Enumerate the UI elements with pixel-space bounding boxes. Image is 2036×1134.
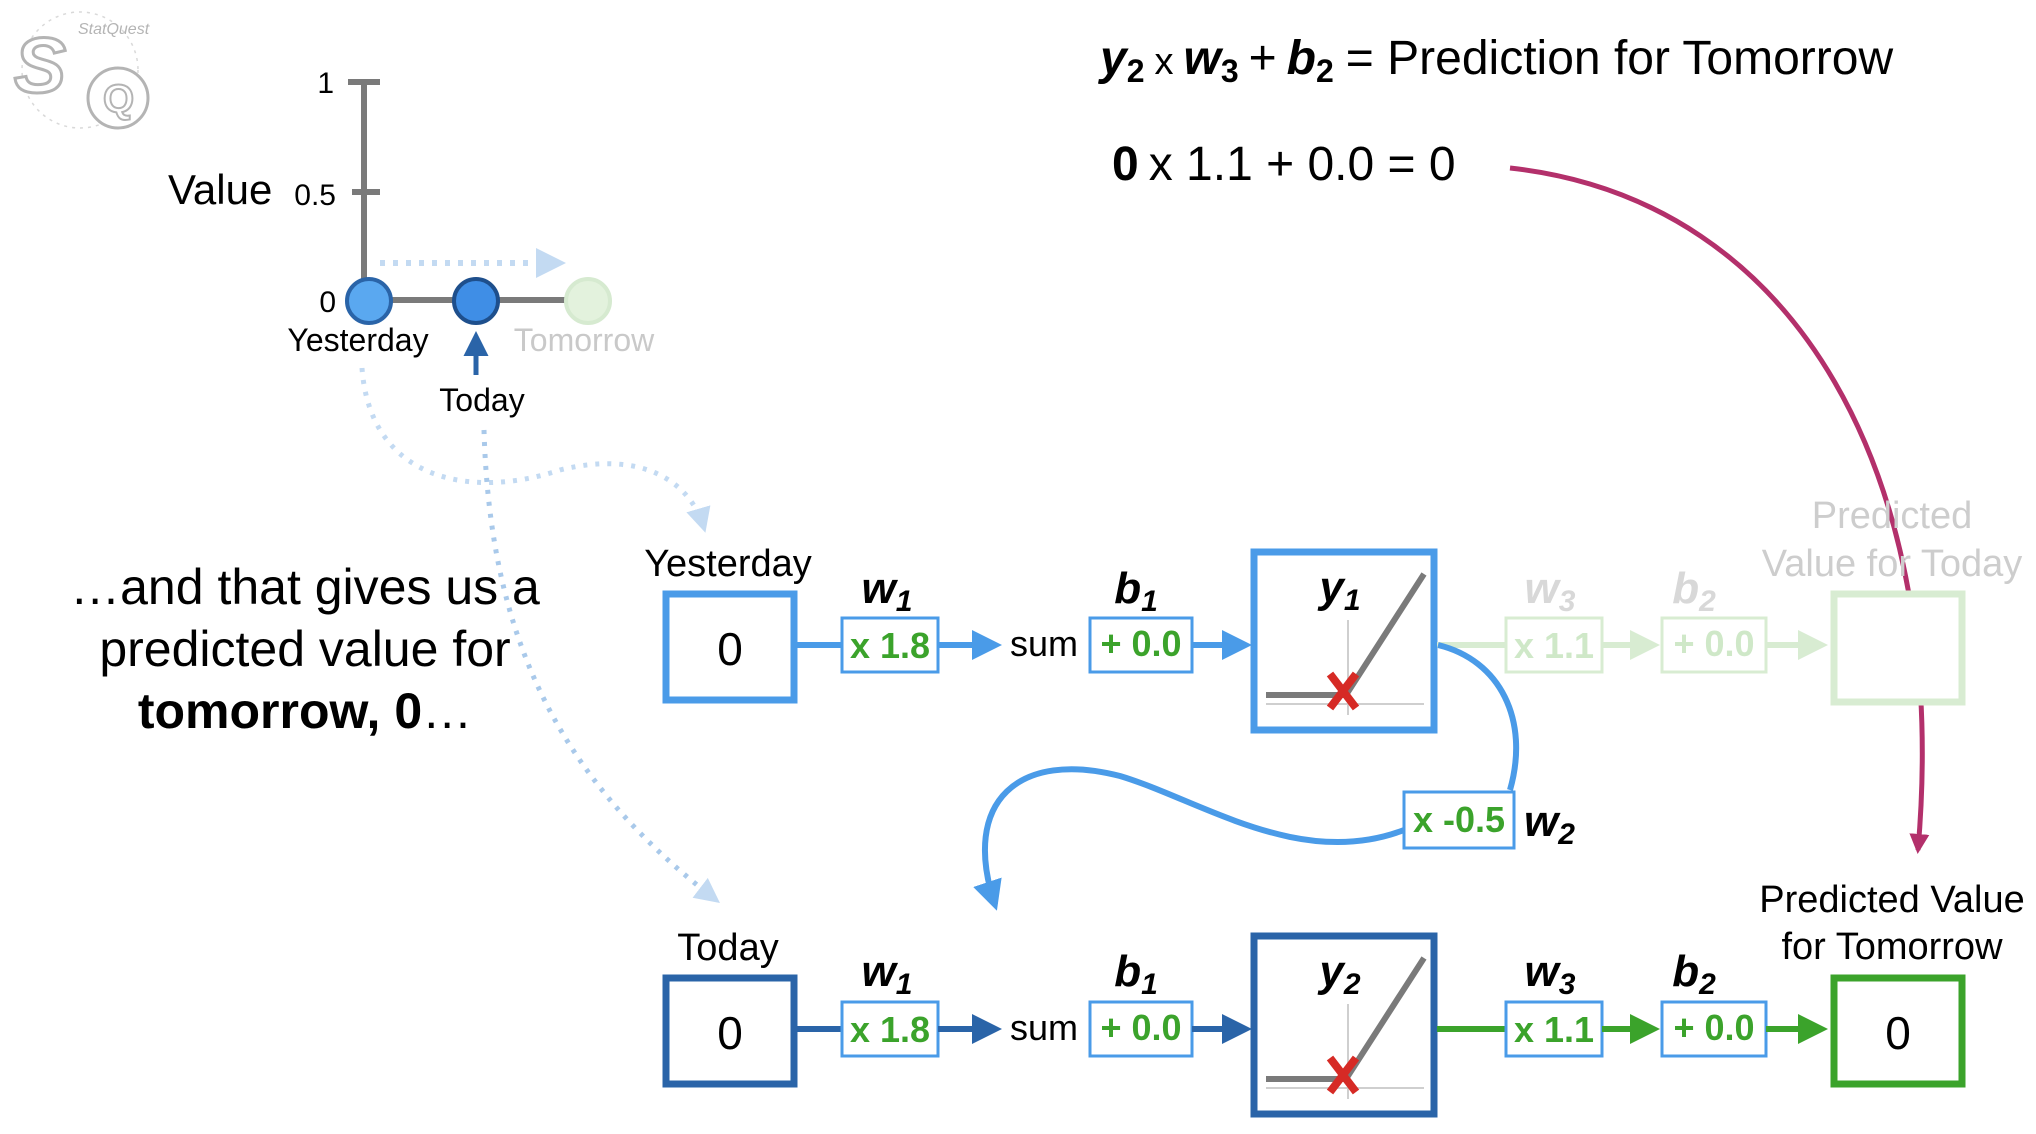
row2-b1-box: [1088, 1000, 1194, 1058]
row1-w3-label: w3: [1525, 564, 1576, 618]
row1-output-label-2: Value for Today: [1762, 543, 2023, 585]
row1-input-box: [662, 590, 798, 704]
row1-w1-value: x 1.8: [850, 625, 930, 666]
row2-activation-label: y2: [1317, 947, 1360, 1001]
row2-w1-value: x 1.8: [850, 1009, 930, 1050]
row1-output-box: [1830, 590, 1966, 706]
svg-text:S: S: [14, 21, 66, 109]
row2-activation-box: [1250, 932, 1438, 1118]
row1-w1-label: w1: [862, 564, 913, 618]
narration-part-1: …and that gives us a predicted value for: [70, 559, 540, 677]
row1-w3-value: x 1.1: [1514, 625, 1594, 666]
row1-b1-value: + 0.0: [1100, 623, 1181, 664]
point-tomorrow: [564, 277, 612, 325]
row2-x-marker: [1326, 1055, 1360, 1095]
row2-w3-box: [1504, 1000, 1604, 1058]
tick-label-1: 1: [317, 67, 334, 100]
w2-value: x -0.5: [1413, 799, 1505, 840]
w2-label: w2: [1524, 797, 1575, 851]
row1-output-label-1: Predicted: [1812, 495, 1973, 537]
row1-activation-label: y1: [1317, 563, 1360, 617]
dotted-link-yesterday: [359, 367, 711, 533]
narration-text: …and that gives us a predicted value for…: [40, 556, 570, 742]
row2-output-label-1: Predicted Value: [1759, 879, 2024, 921]
axis-label-value: Value: [168, 166, 272, 213]
svg-text:Q: Q: [103, 77, 134, 121]
row2-output-label-2: for Tomorrow: [1781, 926, 2003, 968]
row2-w3-label: w3: [1525, 947, 1576, 1001]
value-plot: 1 0.5 0 Value Yesterday Tomorrow Today: [168, 67, 655, 418]
row1-b2-label: b2: [1672, 564, 1716, 618]
row1-input-label: Yesterday: [644, 543, 812, 585]
row1-sum: sum: [1010, 623, 1078, 664]
row2-w3-value: x 1.1: [1514, 1009, 1594, 1050]
row2-input-value: 0: [717, 1007, 743, 1059]
row2-b1-label: b1: [1114, 947, 1158, 1001]
point-label-tomorrow: Tomorrow: [514, 322, 655, 358]
narration-part-2: …: [422, 683, 473, 739]
point-yesterday: [345, 277, 393, 325]
row1-b2-value: + 0.0: [1673, 623, 1754, 664]
tick-label-0: 0: [319, 286, 336, 319]
point-today: [452, 277, 500, 325]
feedback-edge-to-sum: [973, 766, 1406, 911]
row2-b2-box: [1660, 1000, 1768, 1058]
row2-b2-label: b2: [1672, 947, 1716, 1001]
tick-label-0.5: 0.5: [294, 179, 336, 212]
row2-b2-value: + 0.0: [1673, 1007, 1754, 1048]
row1-x-marker: [1326, 671, 1360, 711]
row2-sum: sum: [1010, 1007, 1078, 1048]
network-row-2: Today 0 w1 x 1.8 sum b1 + 0.0 y2 w3 x 1.…: [662, 879, 2025, 1118]
feedback-edge-down: [1437, 642, 1520, 791]
row1-b1-box: [1088, 616, 1194, 674]
row2-w1-label: w1: [862, 947, 913, 1001]
row1-b1-label: b1: [1114, 564, 1158, 618]
dotted-link-today: [481, 429, 720, 904]
row2-output-value: 0: [1885, 1007, 1911, 1059]
feedback-loop: x -0.5 w2: [973, 642, 1575, 911]
row1-activation-box: [1250, 548, 1438, 734]
logo-text: StatQuest: [78, 21, 150, 38]
row2-input-box: [662, 974, 798, 1088]
point-label-today: Today: [439, 382, 524, 418]
point-label-yesterday: Yesterday: [287, 322, 428, 358]
row1-b2-box: [1660, 616, 1768, 674]
network-row-1: Yesterday 0 w1 x 1.8 sum b1 + 0.0 y1 w3 …: [644, 495, 2023, 734]
row1-input-value: 0: [717, 623, 743, 675]
row2-input-label: Today: [677, 927, 778, 969]
row2-b1-value: + 0.0: [1100, 1007, 1181, 1048]
row2-output-box: [1830, 974, 1966, 1088]
statquest-logo: S Q StatQuest: [13, 11, 150, 130]
narration-bold: tomorrow, 0: [137, 683, 423, 739]
w2-box: [1402, 790, 1516, 850]
